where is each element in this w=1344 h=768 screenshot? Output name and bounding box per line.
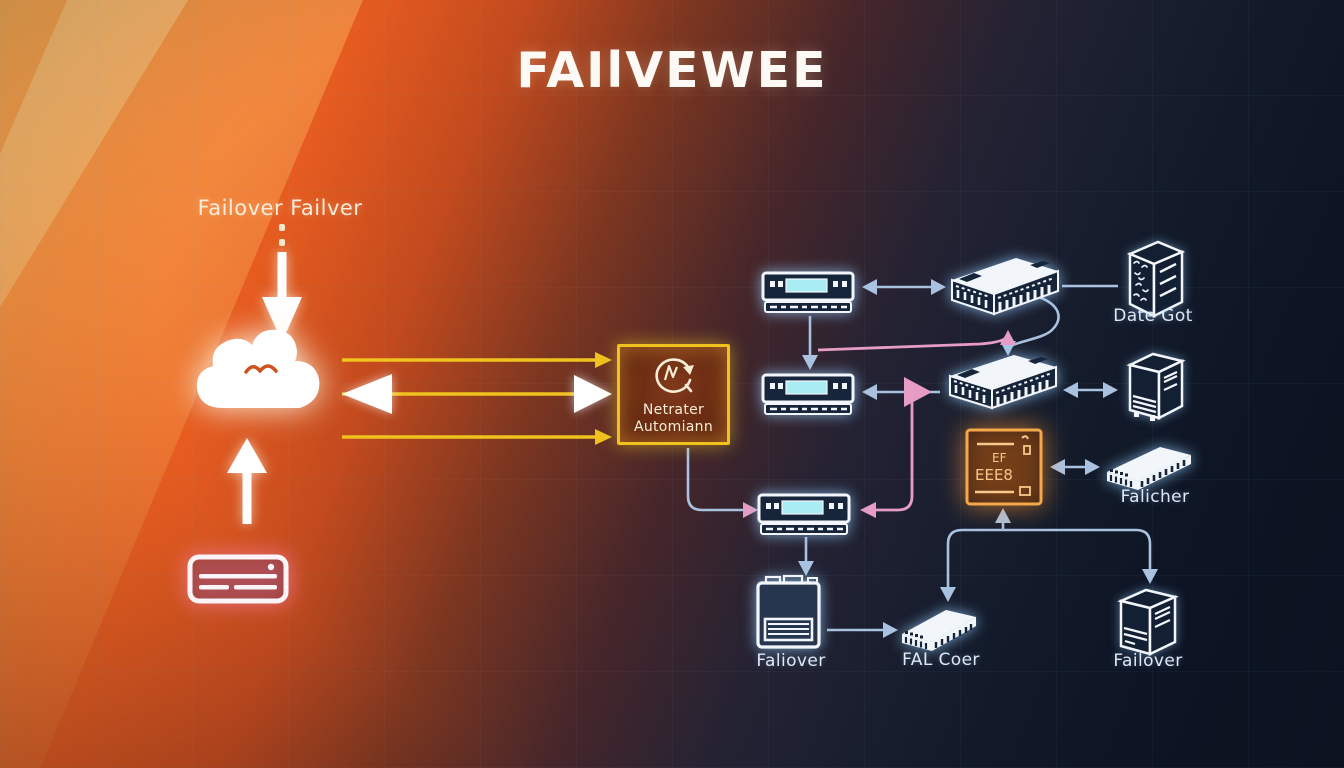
failover-server-label: Failover	[1113, 651, 1183, 671]
yellow-connectors	[342, 352, 612, 445]
fal-coer-label: FAL Coer	[902, 650, 980, 670]
automation-box-label-2: Automiann	[633, 419, 714, 435]
automation-box-label-1: Netrater	[642, 402, 705, 418]
cloud-icon	[190, 316, 328, 414]
falicher-switch-icon	[1102, 442, 1196, 496]
falicher-label: Falicher	[1120, 487, 1190, 507]
router-bottom-icon	[757, 493, 851, 541]
modem-icon	[186, 552, 290, 610]
right-server-icon	[1120, 348, 1192, 426]
printer-label: Faliover	[756, 651, 826, 671]
fal-coer-switch-icon	[898, 606, 980, 656]
printer-icon	[754, 574, 824, 656]
patch-panel-top-icon	[946, 252, 1064, 336]
white-triangle-arrows	[342, 374, 612, 414]
config-panel-icon: EF EEE8	[962, 426, 1046, 512]
server-box-icon	[1118, 238, 1192, 324]
date-got-label: Date Got	[1113, 306, 1193, 326]
panel-glyph-1: EF	[992, 451, 1007, 465]
router-mid-icon	[761, 373, 855, 421]
router-top-icon	[761, 271, 855, 319]
page-title: FAIlVEWEE	[516, 42, 828, 99]
dotted-colon	[279, 224, 285, 246]
panel-glyph-2: EEE8	[975, 466, 1013, 484]
refresh-icon	[654, 358, 694, 393]
up-arrow-icon	[227, 438, 267, 524]
failover-server-icon	[1110, 584, 1186, 662]
patch-panel-mid-icon	[944, 350, 1062, 426]
cloud-label: Failover Failver	[197, 196, 363, 220]
automation-box: Netrater Automiann	[617, 344, 730, 445]
